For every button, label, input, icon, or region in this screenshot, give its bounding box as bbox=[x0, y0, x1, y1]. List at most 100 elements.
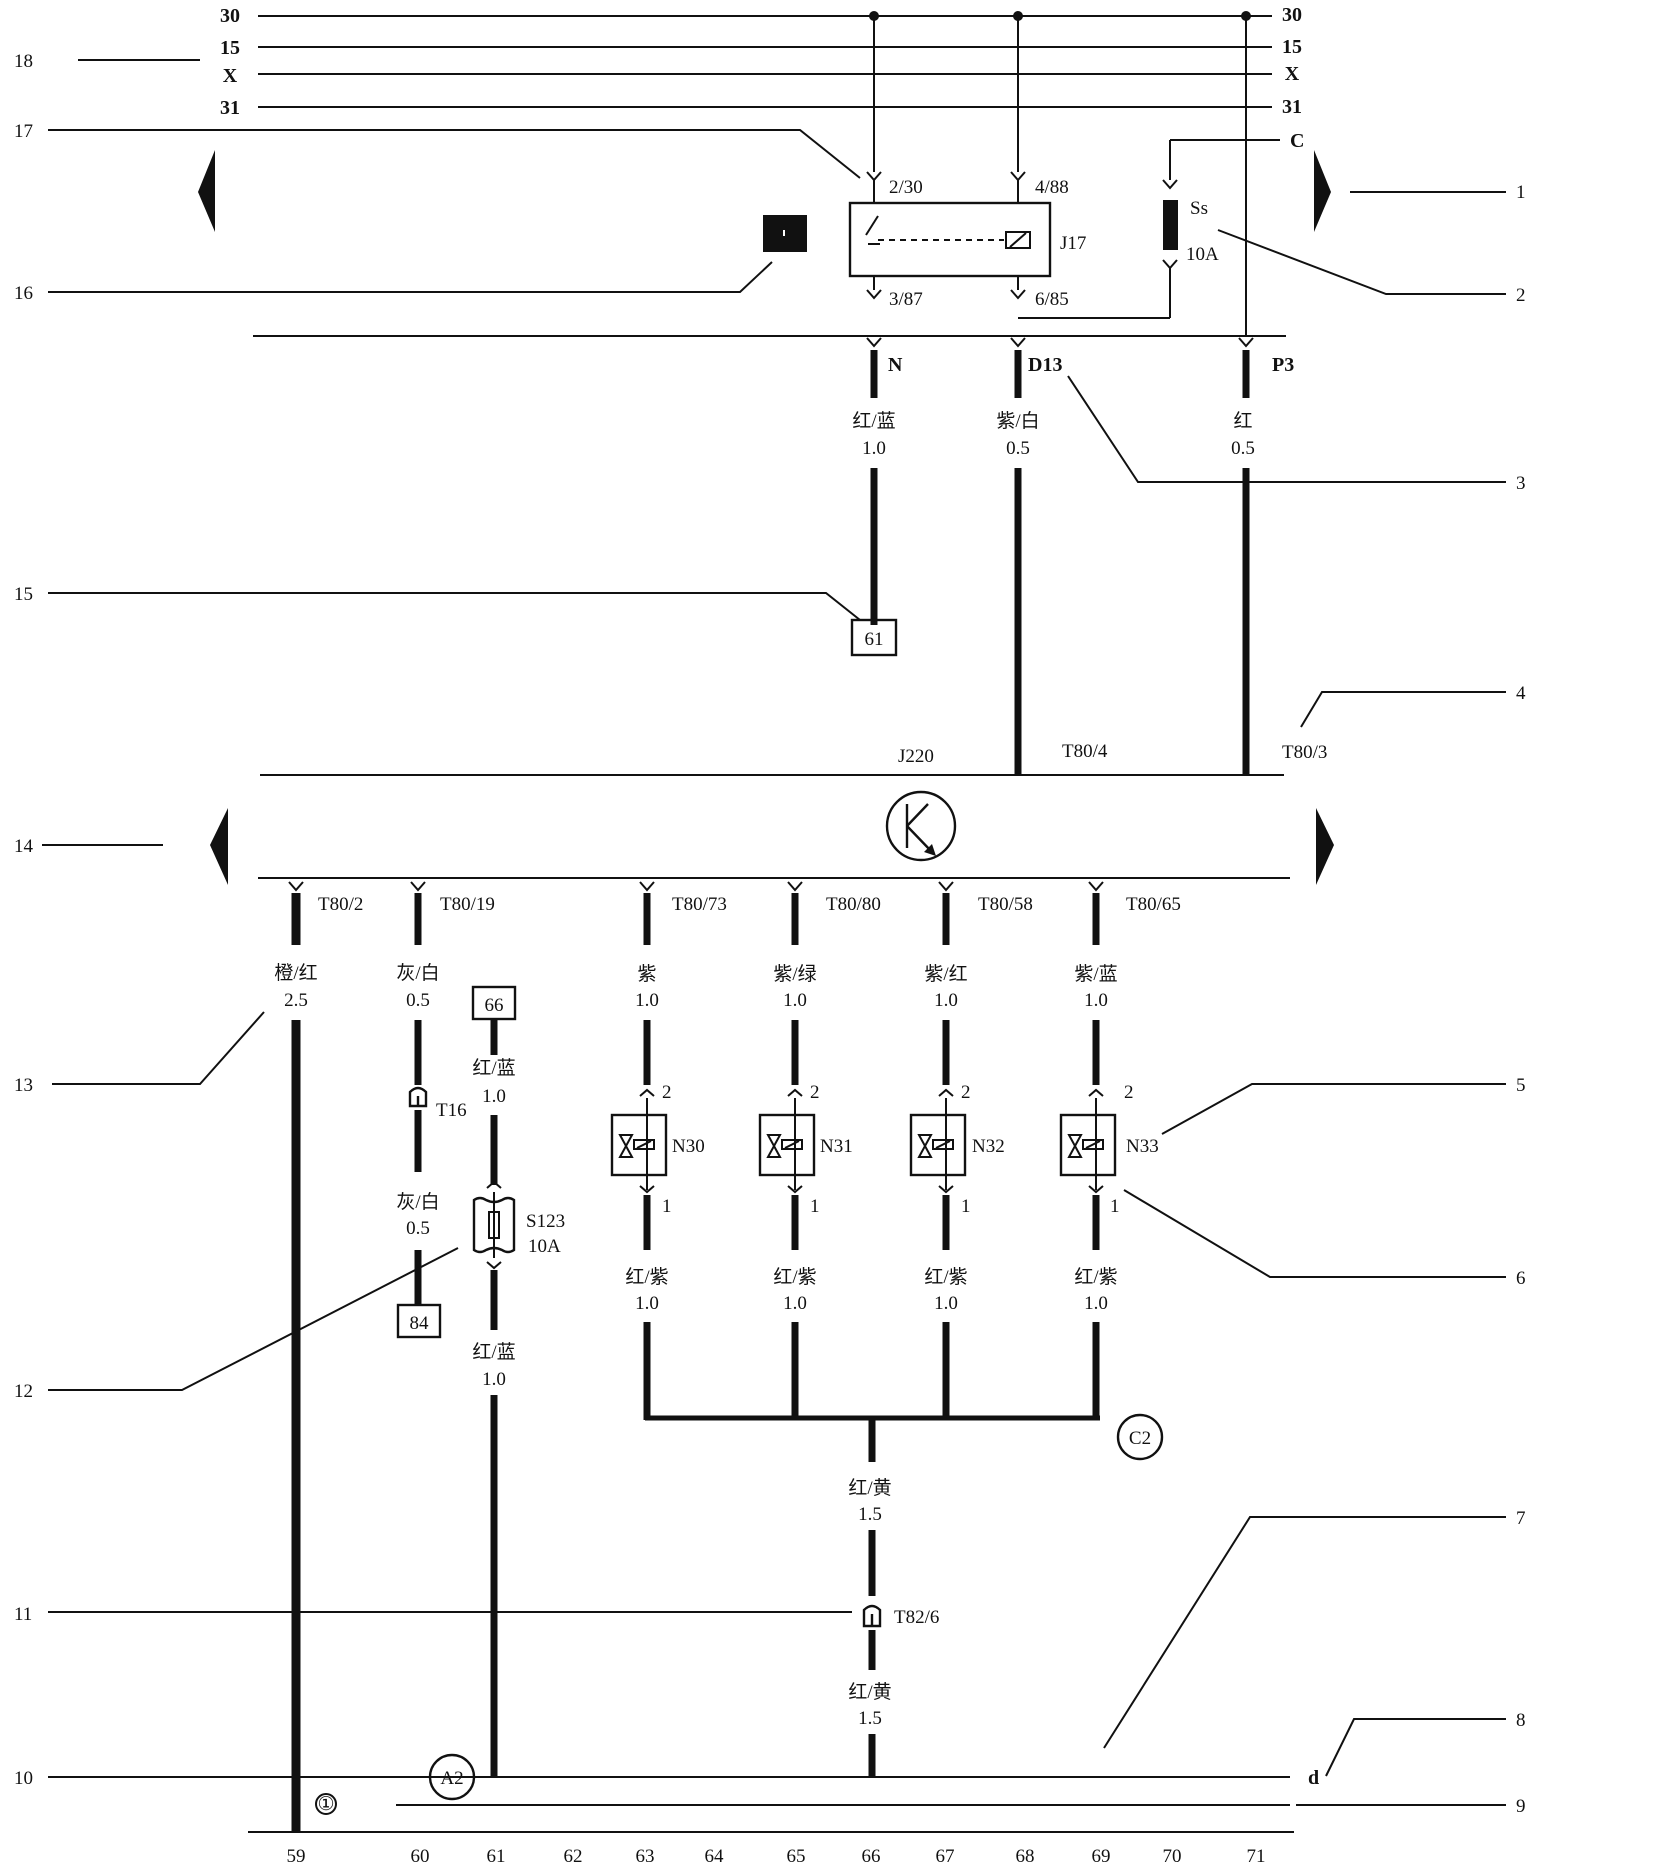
relay-pin-label: 4/88 bbox=[1035, 177, 1069, 198]
column-number: 67 bbox=[936, 1846, 955, 1866]
callout-label: 8 bbox=[1516, 1710, 1526, 1731]
injector-icon bbox=[1059, 1113, 1117, 1177]
rail-label-left-31: 31 bbox=[220, 97, 240, 119]
column-number: 60 bbox=[411, 1846, 430, 1866]
column-number: 59 bbox=[287, 1846, 306, 1866]
connection-point-c2[interactable] bbox=[1116, 1413, 1164, 1461]
wire-color: 红/黄 bbox=[848, 1477, 891, 1499]
rail-label-left-x: X bbox=[223, 65, 238, 87]
injector-name: N32 bbox=[972, 1136, 1005, 1157]
wire-size: 2.5 bbox=[284, 990, 308, 1011]
relay-name: J17 bbox=[1060, 233, 1086, 254]
ecu-bottom-pins: T80/2 T80/19 T80/73 T80/80 T80/58 T80/65 bbox=[288, 881, 1181, 945]
wire-size: 1.0 bbox=[783, 990, 807, 1011]
callout-label: 10 bbox=[14, 1768, 33, 1789]
rail-label-right-15: 15 bbox=[1282, 36, 1302, 58]
terminal-d-label: d bbox=[1308, 1767, 1319, 1789]
section-arrow-right-icon[interactable] bbox=[1314, 150, 1331, 232]
callout-label: 4 bbox=[1516, 683, 1526, 704]
wire-size: 1.0 bbox=[635, 1293, 659, 1314]
relay-box bbox=[848, 201, 1052, 278]
connection-point-label: A2 bbox=[440, 1768, 463, 1789]
ground-point bbox=[315, 1793, 337, 1815]
terminal-c-label: C bbox=[1290, 130, 1304, 152]
callout-label: 13 bbox=[14, 1075, 33, 1096]
bottom-bus: d A2 ① bbox=[50, 1753, 1319, 1833]
injector-n32: 紫/红 1.0 2 1 N32 红/紫 1.0 bbox=[909, 963, 1005, 1420]
wire-color: 紫 bbox=[637, 963, 656, 985]
connector-label: T82/6 bbox=[894, 1607, 939, 1628]
injector-icon bbox=[758, 1113, 816, 1177]
wire-size: 1.0 bbox=[783, 1293, 807, 1314]
section-arrow-right-icon[interactable] bbox=[1316, 808, 1334, 885]
ecu-pin-label: T80/2 bbox=[318, 894, 363, 915]
wire-size: 0.5 bbox=[1231, 438, 1255, 459]
wire-size: 1.5 bbox=[858, 1504, 882, 1525]
ref-box-61[interactable] bbox=[850, 618, 898, 657]
ref-61-label: 61 bbox=[865, 629, 884, 650]
wire-color: 红/黄 bbox=[848, 1681, 891, 1703]
transistor-icon bbox=[885, 790, 957, 862]
connection-point-label: C2 bbox=[1129, 1428, 1151, 1449]
fuse-icon bbox=[1163, 200, 1178, 250]
connection-point-a2[interactable] bbox=[428, 1753, 476, 1801]
callout-numbers-left: 18 17 16 15 14 13 12 11 10 bbox=[14, 51, 34, 1789]
wire-size: 1.0 bbox=[934, 1293, 958, 1314]
pin-label: 2 bbox=[1124, 1082, 1134, 1103]
section-arrow-left-icon[interactable] bbox=[198, 150, 215, 232]
callout-leaders bbox=[42, 59, 1506, 1806]
injector-icon bbox=[909, 1113, 967, 1177]
ref-84-label: 84 bbox=[410, 1313, 430, 1334]
wire-column-60: 灰/白 0.5 T16 灰/白 0.5 84 bbox=[396, 962, 467, 1339]
column-number: 70 bbox=[1163, 1846, 1182, 1866]
callout-label: 18 bbox=[14, 51, 33, 72]
terminal-n-label: N bbox=[888, 354, 903, 376]
fuse-name: Ss bbox=[1190, 198, 1208, 219]
callout-label: 3 bbox=[1516, 473, 1526, 494]
ecu-pin-label: T80/65 bbox=[1126, 894, 1181, 915]
connector-label: T16 bbox=[436, 1100, 467, 1121]
wire-color: 紫/绿 bbox=[773, 963, 816, 985]
wire-size: 1.0 bbox=[1084, 1293, 1108, 1314]
callout-label: 11 bbox=[14, 1604, 32, 1625]
ecu-pin-label: T80/80 bbox=[826, 894, 881, 915]
callout-label: 14 bbox=[14, 836, 34, 857]
wire-color: 橙/红 bbox=[274, 962, 317, 984]
wire-color: 红 bbox=[1233, 410, 1252, 432]
callout-label: 5 bbox=[1516, 1075, 1526, 1096]
wire-color: 紫/蓝 bbox=[1074, 963, 1117, 985]
wire-size: 1.0 bbox=[635, 990, 659, 1011]
rail-label-left-15: 15 bbox=[220, 37, 240, 59]
wire-size: 1.5 bbox=[858, 1708, 882, 1729]
wire-size: 0.5 bbox=[406, 1218, 430, 1239]
ref-box-84[interactable] bbox=[396, 1303, 442, 1339]
wire-column-59: 橙/红 2.5 bbox=[274, 962, 318, 1832]
injector-name: N30 bbox=[672, 1136, 705, 1157]
wire-column-61: 66 红/蓝 1.0 S123 10A 红/蓝 1.0 bbox=[471, 985, 565, 1778]
rail-label-left-30: 30 bbox=[220, 5, 240, 27]
callout-label: 1 bbox=[1516, 182, 1526, 203]
relay-switch-icon bbox=[865, 215, 879, 236]
ground-label: ① bbox=[317, 1794, 334, 1815]
fuse-rating: 10A bbox=[1186, 244, 1219, 265]
wire-color: 紫/白 bbox=[996, 410, 1039, 432]
callout-label: 7 bbox=[1516, 1508, 1526, 1529]
ecu-pin-label: T80/4 bbox=[1062, 741, 1108, 762]
callout-label: 9 bbox=[1516, 1796, 1526, 1817]
ecu-pin-label: T80/58 bbox=[978, 894, 1033, 915]
wire-size: 1.0 bbox=[934, 990, 958, 1011]
ecu-pin-label: T80/19 bbox=[440, 894, 495, 915]
section-arrow-left-icon[interactable] bbox=[210, 808, 228, 885]
injector-n33: 紫/蓝 1.0 2 1 N33 红/紫 1.0 bbox=[1059, 963, 1159, 1420]
fuse-s123-icon bbox=[472, 1196, 516, 1254]
relay-pin-label: 2/30 bbox=[889, 177, 923, 198]
column-number: 61 bbox=[487, 1846, 506, 1866]
injector-name: N33 bbox=[1126, 1136, 1159, 1157]
column-numbers: 59 60 61 62 63 64 65 66 67 68 69 70 71 bbox=[287, 1846, 1266, 1866]
injector-n30: 紫 1.0 2 1 N30 红/紫 1.0 bbox=[610, 963, 705, 1420]
pin-label: 1 bbox=[810, 1196, 820, 1217]
wire-size: 0.5 bbox=[1006, 438, 1030, 459]
wire-color: 红/紫 bbox=[1074, 1266, 1117, 1288]
pin-label: 2 bbox=[810, 1082, 820, 1103]
